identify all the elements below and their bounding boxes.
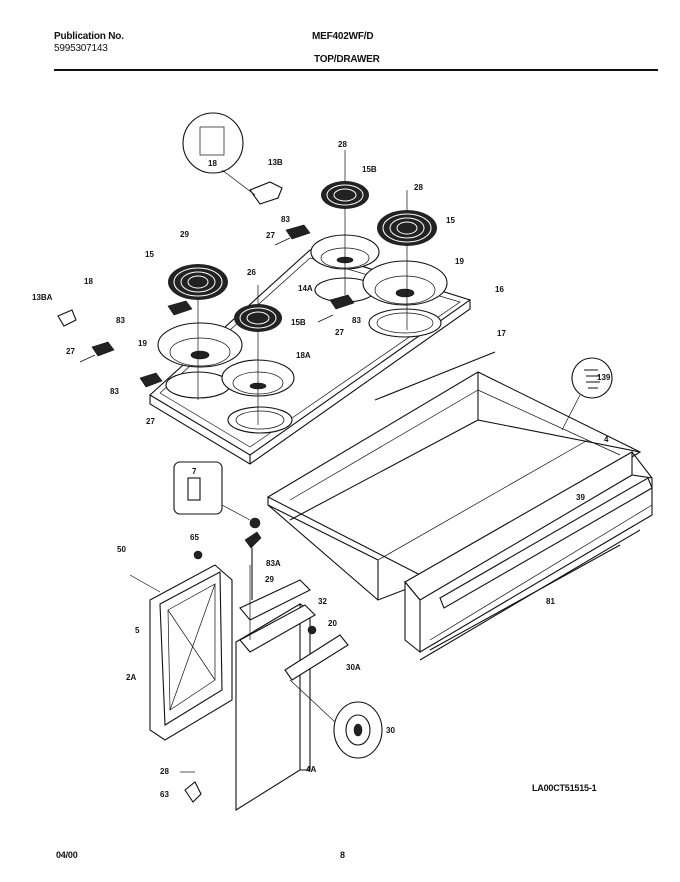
side-panel: [235, 603, 311, 811]
receptacles: [57, 224, 355, 388]
footer-page: 8: [340, 850, 345, 860]
callout-27: 27: [266, 231, 275, 240]
callout-28: 28: [414, 183, 423, 192]
callout-28: 28: [160, 767, 169, 776]
terminal-inset-circle: [182, 112, 283, 205]
element-center: [234, 304, 282, 332]
callout-26: 26: [247, 268, 256, 277]
drawer-front: [404, 451, 653, 661]
callout-32: 32: [318, 597, 327, 606]
callout-15: 15: [145, 250, 154, 259]
callout-139: 139: [597, 373, 611, 382]
callout-83: 83: [110, 387, 119, 396]
callout-13ba: 13BA: [32, 293, 53, 302]
callout-7: 7: [192, 467, 197, 476]
clip-inset: [173, 461, 261, 529]
callout-29: 29: [265, 575, 274, 584]
callout-18: 18: [84, 277, 93, 286]
callout-63a: 83A: [266, 559, 281, 568]
callout-18: 18: [208, 159, 217, 168]
door-frame: [149, 564, 233, 741]
support-rod: [374, 351, 496, 401]
callout-27: 27: [335, 328, 344, 337]
callout-81: 81: [546, 597, 555, 606]
hook-and-screws: [129, 531, 262, 600]
callout-4: 4: [604, 435, 609, 444]
callout-65: 65: [190, 533, 199, 542]
drawing-id: LA00CT51515-1: [532, 783, 597, 793]
element-left-rear: [168, 264, 228, 300]
grommet-inset: [289, 679, 383, 759]
callout-17: 17: [497, 329, 506, 338]
element-right-front: [377, 210, 437, 246]
publication-number: 5995307143: [54, 43, 108, 54]
callout-27: 27: [146, 417, 155, 426]
callout-20: 20: [328, 619, 337, 628]
callout-4a: 4A: [306, 765, 316, 774]
publication-label: Publication No.: [54, 31, 124, 42]
callout-63: 63: [160, 790, 169, 799]
callout-18a: 18A: [296, 351, 311, 360]
callout-30: 30: [386, 726, 395, 735]
brackets: [239, 565, 349, 681]
surface-elements: [168, 181, 437, 332]
callout-13b: 13B: [268, 158, 283, 167]
callout-19: 19: [138, 339, 147, 348]
callout-16: 16: [495, 285, 504, 294]
model-number: MEF402WF/D: [312, 31, 374, 42]
screw-inset: [561, 357, 613, 431]
callout-83: 83: [281, 215, 290, 224]
callout-19: 19: [455, 257, 464, 266]
drip-bowls: [165, 277, 442, 434]
drawer-box: [266, 371, 642, 601]
callout-27: 27: [66, 347, 75, 356]
alignment-lines: [197, 150, 408, 425]
callout-39: 39: [576, 493, 585, 502]
header-rule: [54, 69, 658, 71]
element-right-rear: [321, 181, 369, 209]
callout-14a: 14A: [298, 284, 313, 293]
callout-30a: 30A: [346, 663, 361, 672]
callout-29: 29: [180, 230, 189, 239]
callout-15: 15: [446, 216, 455, 225]
callout-labels: 28 15B 13B 18 28 15 83 27 29 15 26 19 13…: [32, 140, 611, 799]
section-title: TOP/DRAWER: [314, 54, 380, 65]
callout-15b: 15B: [362, 165, 377, 174]
footer-date: 04/00: [56, 850, 78, 860]
reflector-bowls: [157, 234, 448, 397]
bottom-clip: [180, 771, 202, 803]
callout-5: 5: [135, 626, 140, 635]
callout-83: 83: [352, 316, 361, 325]
callout-2a: 2A: [126, 673, 136, 682]
callout-15b: 15B: [291, 318, 306, 327]
callout-28: 28: [338, 140, 347, 149]
callout-83: 83: [116, 316, 125, 325]
callout-50: 50: [117, 545, 126, 554]
drawer-glide: [429, 544, 621, 651]
